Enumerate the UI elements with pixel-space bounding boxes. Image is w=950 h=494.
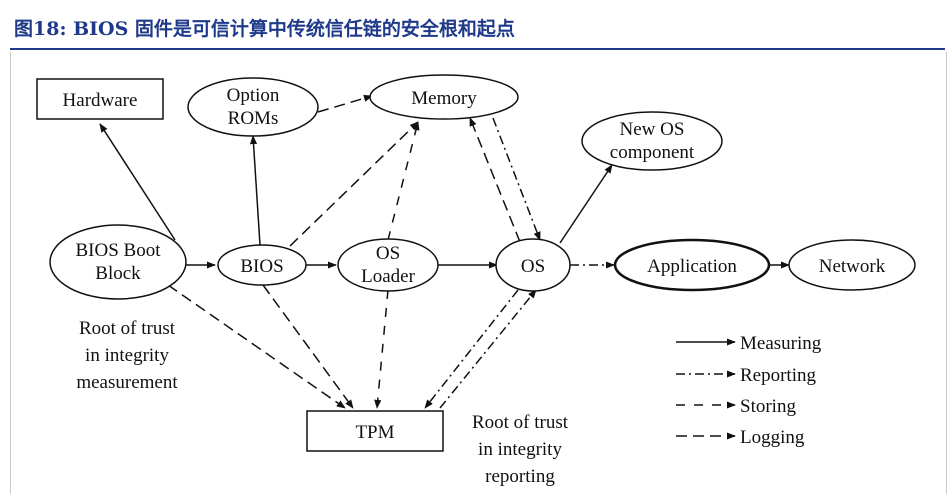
edge-osloader-tpm bbox=[374, 289, 389, 409]
edge-os-tpm bbox=[424, 289, 519, 409]
node-new-os-label-2: component bbox=[610, 142, 695, 163]
edge-bootblock-tpm bbox=[167, 284, 346, 409]
node-hardware-box bbox=[36, 78, 164, 120]
legend: Measuring Reporting Storing Logging bbox=[676, 333, 822, 448]
node-bios-label: BIOS bbox=[240, 256, 283, 277]
node-application-label: Application bbox=[647, 256, 737, 277]
node-os-shape bbox=[495, 238, 571, 292]
node-os-loader-label-2: Loader bbox=[361, 266, 415, 287]
edge-osloader-memory bbox=[387, 121, 420, 241]
node-bios-boot-block-label-2: Block bbox=[95, 263, 141, 284]
node-tpm-box bbox=[306, 410, 444, 452]
node-application-shape bbox=[613, 238, 771, 292]
node-new-os-shape bbox=[581, 111, 723, 171]
edge-optionroms-memory bbox=[317, 94, 373, 113]
legend-measuring-label: Measuring bbox=[740, 333, 822, 354]
note-root-measurement-2: in integrity bbox=[85, 345, 169, 366]
node-memory-label: Memory bbox=[411, 88, 477, 109]
legend-storing-label: Storing bbox=[740, 396, 796, 417]
legend-logging-label: Logging bbox=[740, 427, 805, 448]
edge-tpm-os bbox=[439, 289, 537, 409]
edge-bios-tpm bbox=[262, 284, 354, 409]
node-option-roms-label-1: Option bbox=[227, 85, 280, 106]
node-new-os-label-1: New OS bbox=[620, 119, 685, 140]
edge-memory-os bbox=[492, 117, 541, 241]
node-tpm-label: TPM bbox=[355, 422, 394, 443]
node-hardware-label: Hardware bbox=[63, 90, 138, 111]
note-root-reporting-3: reporting bbox=[485, 466, 555, 487]
node-network-label: Network bbox=[819, 256, 886, 277]
figure-title: 图18: BIOS 固件是可信计算中传统信任链的安全根和起点 bbox=[14, 18, 515, 40]
note-root-measurement-3: measurement bbox=[76, 372, 178, 393]
note-root-measurement-1: Root of trust bbox=[79, 318, 176, 339]
node-os-loader-shape bbox=[337, 238, 439, 292]
edge-bios-memory bbox=[289, 121, 419, 247]
node-memory-shape bbox=[369, 74, 519, 120]
title-rule bbox=[10, 48, 945, 50]
node-option-roms-shape bbox=[187, 77, 319, 137]
node-bios-boot-block-label-1: BIOS Boot bbox=[76, 240, 162, 261]
node-bios-boot-block-shape bbox=[49, 224, 187, 300]
note-root-reporting-1: Root of trust bbox=[472, 412, 569, 433]
edge-os-memory bbox=[469, 117, 521, 243]
note-root-reporting-2: in integrity bbox=[478, 439, 562, 460]
node-network-shape bbox=[788, 239, 916, 291]
figure-frame bbox=[10, 52, 947, 494]
edge-bootblock-hardware bbox=[99, 123, 176, 241]
edge-os-newos bbox=[559, 164, 613, 244]
edge-bios-optionroms bbox=[249, 135, 261, 246]
node-os-loader-label-1: OS bbox=[376, 243, 400, 264]
node-bios-shape bbox=[217, 244, 307, 286]
node-option-roms-label-2: ROMs bbox=[228, 108, 279, 129]
node-os-label: OS bbox=[521, 256, 545, 277]
legend-reporting-label: Reporting bbox=[740, 365, 816, 386]
